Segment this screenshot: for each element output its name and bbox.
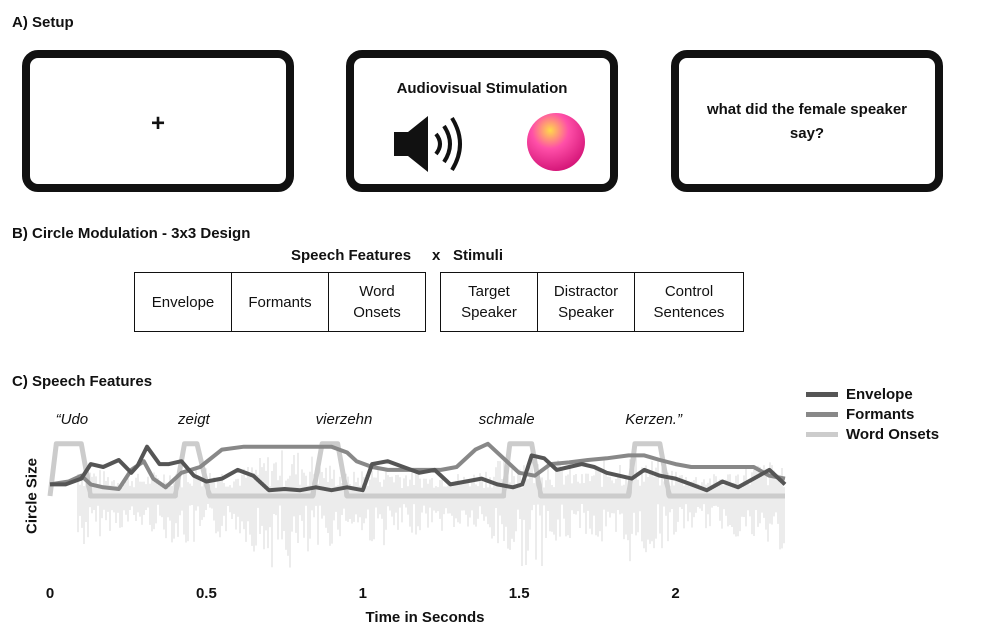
series-line-envelope [50,444,787,493]
stimulus-label-line2: Sentences [653,304,725,321]
stimulation-title: Audiovisual Stimulation [396,80,568,97]
sentence-word: zeigt [178,411,210,428]
question-line-2: say? [789,125,825,142]
stimulus-label-line1: Control [664,283,714,300]
feature-formants-cell: Formants [231,272,329,332]
stimulus-label-line2: Speaker [461,304,517,321]
x-tick-label: 1 [358,585,367,602]
sentence-word: vierzehn [315,411,373,428]
legend-swatch-formants [806,412,838,417]
x-tick-label: 2 [671,585,680,602]
gradient-sphere-icon [527,113,585,171]
series-line-word-onsets [47,441,785,499]
section-a-title: A) Setup [12,14,74,31]
x-tick-label: 0 [45,585,55,602]
feature-label-line1: Envelope [151,293,215,311]
fixation-screen: + [22,50,294,192]
x-tick-label: 0.5 [195,585,217,602]
legend-swatch-word-onsets [806,432,838,437]
sentence-word: schmale [478,411,535,428]
x-tick-label: 1.5 [508,585,530,602]
legend-label: Formants [846,406,915,423]
feature-envelope-cell: Envelope [134,272,232,332]
sentence-word: “Udo [55,411,89,428]
question-line-1: what did the female speaker [706,101,908,118]
speech-features-header: Speech Features [291,247,412,264]
y-axis-title: Circle Size [23,458,41,534]
sentence-word: Kerzen.” [625,411,682,428]
stimulus-label-line1: Distractor [553,283,619,300]
speech-features-plot [47,441,787,568]
x-axis-title: Time in Seconds [365,609,485,626]
speaker-volume-icon [394,116,462,172]
feature-label-line1: Word [359,283,395,300]
feature-label-line2: Onsets [353,304,401,321]
fixation-cross: + [150,110,165,137]
times-symbol: x [432,247,441,264]
legend-label: Envelope [846,386,913,403]
stimuli-header: Stimuli [453,247,504,264]
stimulus-label-line1: Target [468,283,510,300]
section-c-title: C) Speech Features [12,373,153,390]
feature-label-line1: Formants [248,293,312,311]
legend-word-onsets: Word Onsets [806,426,939,443]
legend-formants: Formants [806,406,914,423]
feature-lines [47,441,787,499]
audio-waveform [77,450,785,568]
legend-swatch-envelope [806,392,838,397]
section-b-title: B) Circle Modulation - 3x3 Design [12,225,251,242]
question-screen: what did the female speaker say? [671,50,943,192]
legend-label: Word Onsets [846,426,940,443]
stimulus-label-line2: Speaker [558,304,614,321]
legend-envelope: Envelope [806,386,913,403]
stimulation-screen: Audiovisual Stimulation [346,50,618,192]
